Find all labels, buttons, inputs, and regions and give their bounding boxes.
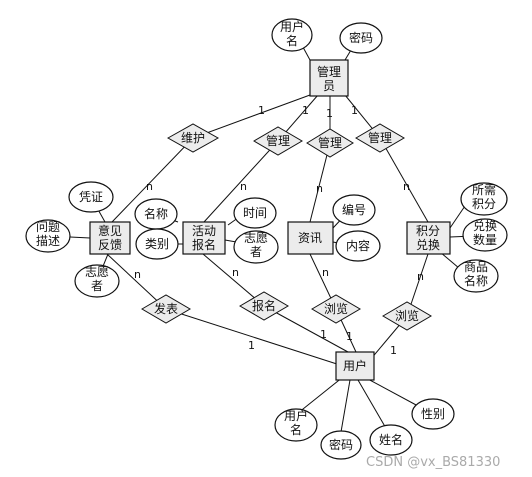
attribute-label: 类别 bbox=[145, 237, 169, 251]
relationship-label: 发表 bbox=[154, 301, 178, 316]
cardinality-one: 1 bbox=[302, 104, 309, 117]
attribute-label: 凭证 bbox=[79, 189, 103, 204]
attribute-feedback-problem: 问题描述 bbox=[25, 219, 71, 253]
relationship-label: 管理 bbox=[266, 133, 290, 148]
entity-label: 意见反馈 bbox=[98, 223, 122, 252]
attribute-user-name: 姓名 bbox=[369, 424, 413, 456]
attribute-admin-password: 密码 bbox=[339, 22, 383, 54]
entity-points: 积分兑换 bbox=[406, 221, 451, 255]
relationship-manage-points: 管理 bbox=[355, 123, 405, 153]
attribute-points-product: 商品名称 bbox=[453, 259, 499, 293]
relationship-signup: 报名 bbox=[239, 291, 289, 321]
relationship-label: 维护 bbox=[181, 131, 205, 145]
relationship-maintain: 维护 bbox=[166, 123, 220, 153]
cardinality-many: n bbox=[134, 268, 141, 281]
relationship-label: 管理 bbox=[318, 135, 342, 150]
attribute-label: 内容 bbox=[346, 238, 370, 253]
entity-label: 用户 bbox=[343, 358, 367, 373]
attribute-user-gender: 性别 bbox=[411, 398, 455, 430]
cardinality-many: n bbox=[146, 180, 153, 193]
attribute-label: 姓名 bbox=[379, 432, 403, 447]
cardinality-one: 1 bbox=[320, 328, 327, 341]
attribute-label: 所需积分 bbox=[472, 183, 496, 211]
cardinality-one: 1 bbox=[258, 104, 265, 117]
cardinality-many: n bbox=[417, 270, 424, 283]
entity-label: 活动报名 bbox=[192, 224, 216, 252]
relationship-browse-points: 浏览 bbox=[382, 301, 432, 331]
attribute-label: 密码 bbox=[329, 437, 353, 452]
cardinality-one: 1 bbox=[248, 339, 255, 352]
entity-activity: 活动报名 bbox=[182, 221, 226, 255]
attribute-label: 问题描述 bbox=[36, 220, 60, 248]
attribute-activity-category: 类别 bbox=[135, 228, 179, 260]
entity-label: 资讯 bbox=[298, 231, 322, 245]
relationship-label: 管理 bbox=[368, 130, 392, 145]
attribute-label: 用户名 bbox=[284, 408, 308, 437]
attribute-points-quantity: 兑换数量 bbox=[462, 218, 508, 252]
attribute-label: 性别 bbox=[421, 407, 445, 421]
cardinality-many: n bbox=[316, 182, 323, 195]
entity-feedback: 意见反馈 bbox=[89, 221, 131, 255]
attribute-label: 用户名 bbox=[280, 19, 304, 48]
entity-label: 管理员 bbox=[317, 64, 341, 93]
attribute-feedback-voucher: 凭证 bbox=[68, 181, 114, 213]
cardinality-many: n bbox=[240, 180, 247, 193]
attribute-label: 名称 bbox=[144, 206, 168, 221]
relationship-publish: 发表 bbox=[141, 294, 191, 324]
attribute-activity-time: 时间 bbox=[233, 197, 277, 229]
attribute-label: 商品名称 bbox=[464, 259, 488, 288]
entity-info: 资讯 bbox=[287, 221, 334, 255]
cardinality-many: n bbox=[232, 266, 239, 279]
attribute-label: 时间 bbox=[243, 206, 267, 220]
relationship-manage-activity: 管理 bbox=[253, 126, 303, 156]
attribute-label: 编号 bbox=[342, 202, 366, 217]
cardinality-one: 1 bbox=[346, 330, 353, 343]
attribute-label: 志愿者 bbox=[244, 231, 268, 259]
attribute-label: 兑换数量 bbox=[473, 219, 497, 247]
attribute-label: 密码 bbox=[349, 30, 373, 45]
cardinality-one: 1 bbox=[351, 104, 358, 117]
relationship-manage-info: 管理 bbox=[306, 128, 354, 158]
cardinality-many: n bbox=[322, 266, 329, 279]
attribute-info-content: 内容 bbox=[335, 230, 381, 262]
attribute-points-required: 所需积分 bbox=[460, 182, 508, 216]
attribute-user-password: 密码 bbox=[320, 430, 362, 460]
relationship-browse-info: 浏览 bbox=[311, 294, 361, 324]
cardinality-one: 1 bbox=[326, 107, 333, 120]
attribute-info-number: 编号 bbox=[332, 194, 376, 226]
relationship-label: 浏览 bbox=[324, 301, 348, 316]
watermark: CSDN @vx_BS81330 bbox=[366, 455, 500, 470]
attribute-activity-volunteer: 志愿者 bbox=[233, 230, 279, 264]
entity-admin: 管理员 bbox=[309, 59, 349, 97]
cardinality-labels: 1 1 1 1 n n n n n n n n 1 1 1 1 bbox=[134, 104, 424, 357]
attribute-feedback-volunteer: 志愿者 bbox=[74, 264, 120, 298]
attribute-admin-username: 用户名 bbox=[271, 18, 313, 52]
relationship-label: 浏览 bbox=[395, 308, 419, 323]
relationship-label: 报名 bbox=[252, 298, 276, 313]
attribute-activity-name: 名称 bbox=[134, 198, 178, 230]
cardinality-one: 1 bbox=[390, 344, 397, 357]
entity-user: 用户 bbox=[335, 351, 375, 381]
attribute-user-username: 用户名 bbox=[274, 408, 318, 442]
entity-label: 积分兑换 bbox=[416, 224, 440, 252]
attribute-label: 志愿者 bbox=[85, 265, 109, 293]
cardinality-many: n bbox=[403, 180, 410, 193]
